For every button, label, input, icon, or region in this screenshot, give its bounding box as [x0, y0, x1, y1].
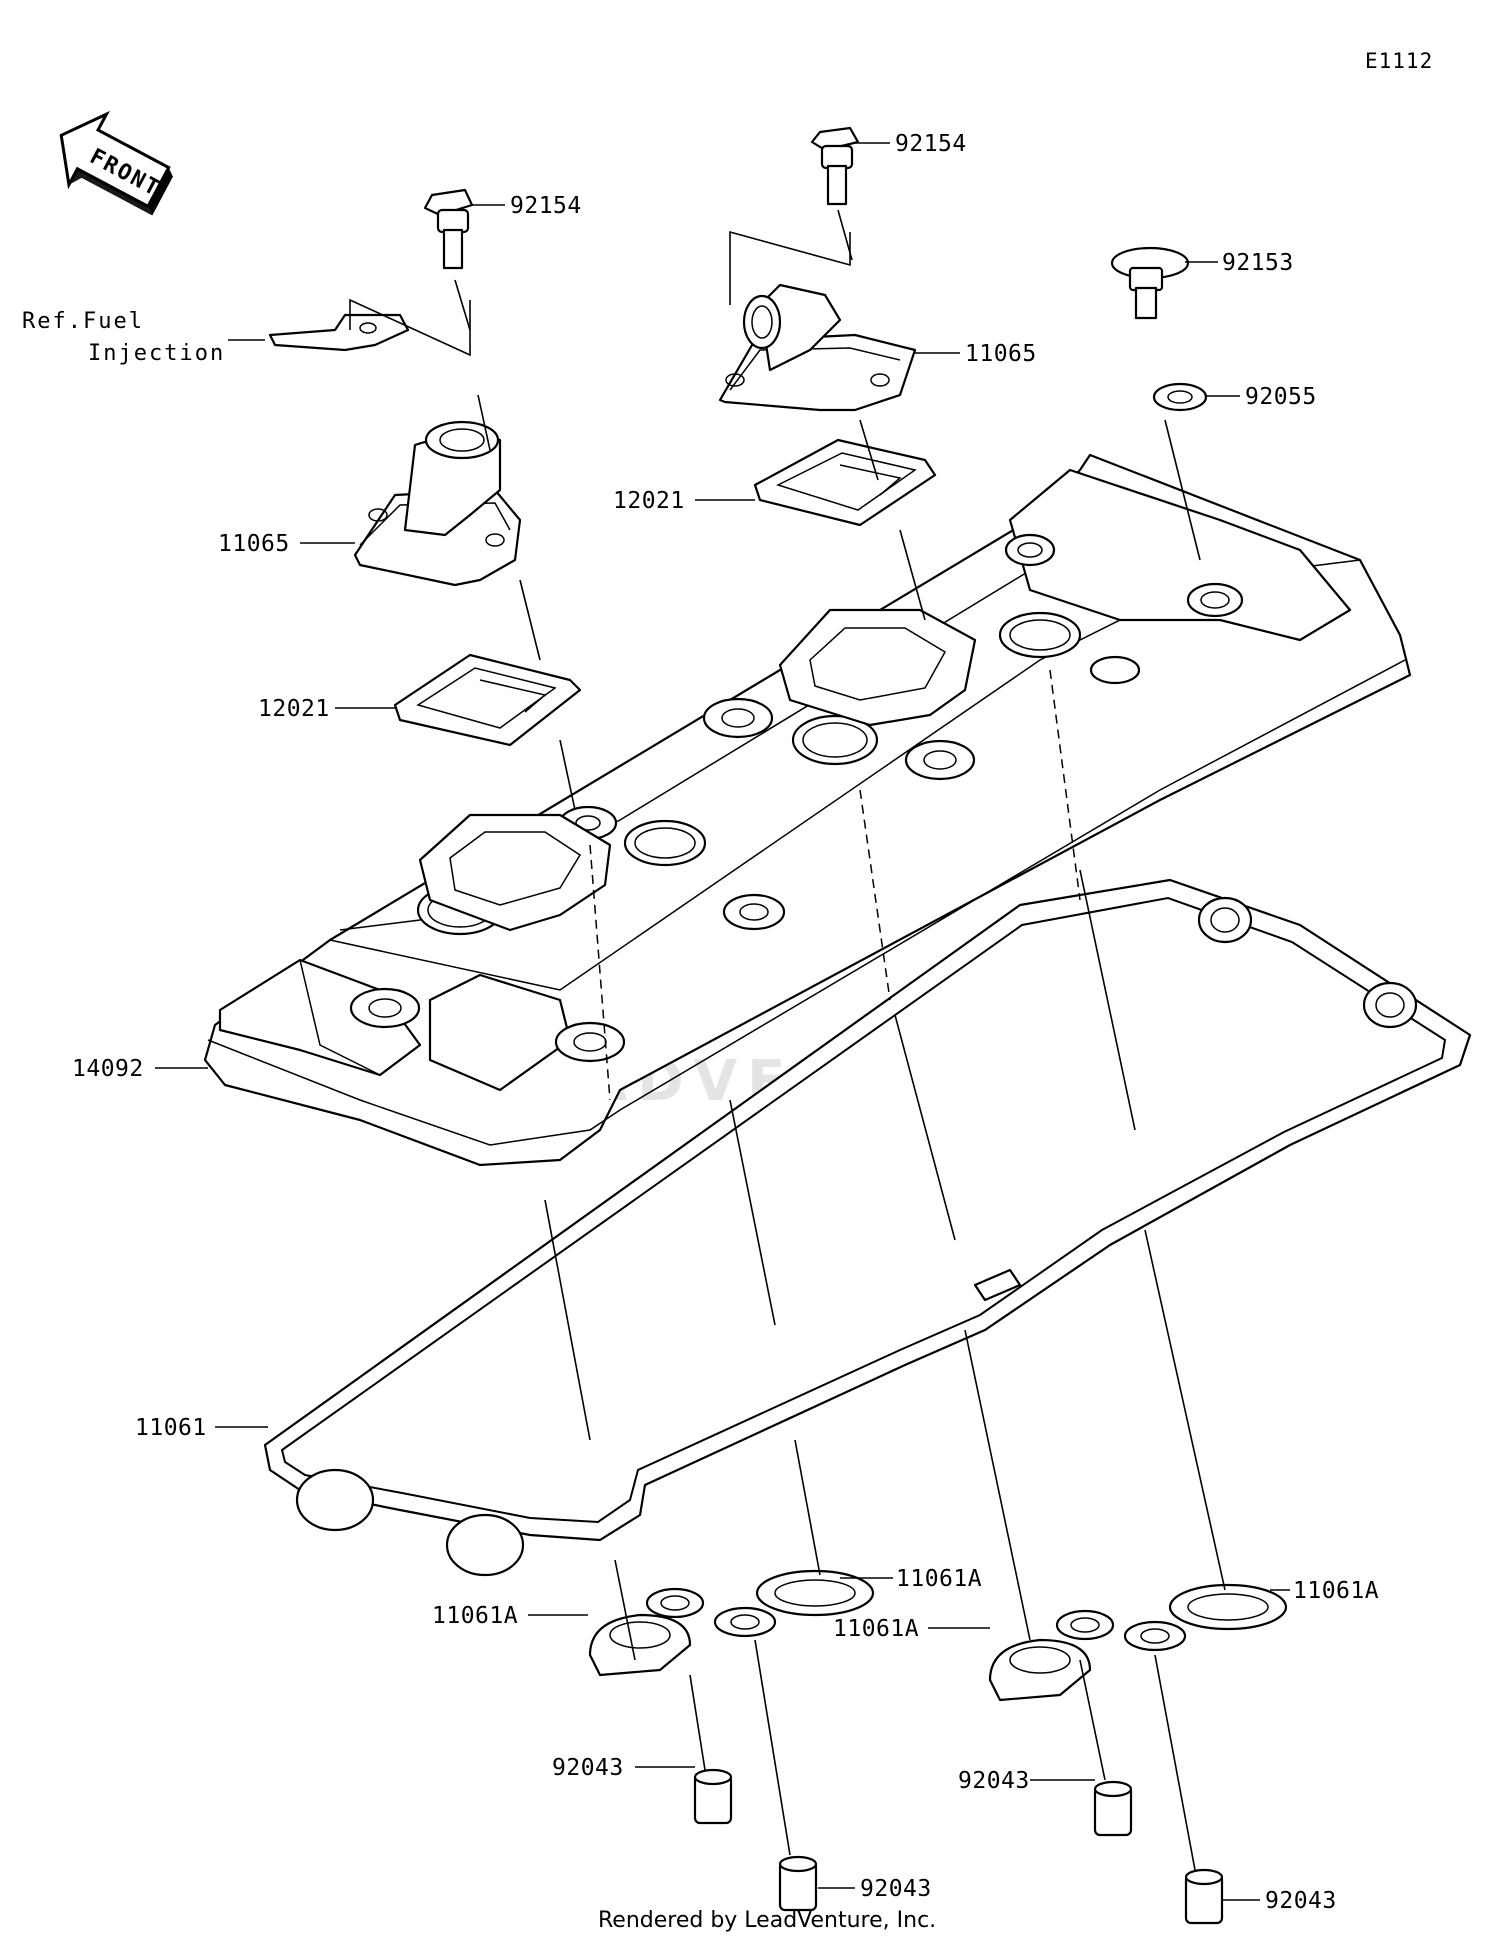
- part-label-11065-left[interactable]: 11065: [218, 531, 290, 557]
- dowel-4: [1184, 1868, 1224, 1925]
- dowel-3: [1093, 1780, 1133, 1837]
- washer: [1152, 382, 1208, 412]
- part-label-92154-left[interactable]: 92154: [510, 193, 582, 219]
- diagram-code: E1112: [1365, 49, 1433, 73]
- dowel-1: [693, 1768, 733, 1825]
- plug-gasket-4: [1123, 1583, 1288, 1652]
- part-label-92154-right[interactable]: 92154: [895, 131, 967, 157]
- part-label-92043-3[interactable]: 92043: [958, 1768, 1030, 1794]
- part-label-92055[interactable]: 92055: [1245, 384, 1317, 410]
- part-label-92153[interactable]: 92153: [1222, 250, 1294, 276]
- alignment-lines: [349, 209, 1226, 1871]
- fuel-injection-bracket: [268, 313, 410, 352]
- bolt-right: [810, 126, 860, 206]
- front-arrow-icon: FRONT: [59, 110, 173, 216]
- part-label-11061A-2[interactable]: 11061A: [896, 1566, 982, 1592]
- part-label-12021-right[interactable]: 12021: [613, 488, 685, 514]
- plug-gasket-2: [713, 1569, 875, 1638]
- part-label-11061A-4[interactable]: 11061A: [1293, 1578, 1379, 1604]
- reed-valve-left: [393, 653, 582, 747]
- breather-cover-left: [353, 420, 522, 587]
- footer-credit: Rendered by LeadVenture, Inc.: [598, 1908, 936, 1933]
- plug-gasket-3: [988, 1609, 1115, 1702]
- ref-note-line1[interactable]: Ref.Fuel: [22, 309, 144, 334]
- cylinder-head-cover: [203, 453, 1412, 1167]
- part-label-11061[interactable]: 11061: [135, 1415, 207, 1441]
- part-label-11065-right[interactable]: 11065: [965, 341, 1037, 367]
- reed-valve-right: [753, 438, 937, 527]
- bolt-cap: [1110, 246, 1190, 320]
- part-label-11061A-1[interactable]: 11061A: [432, 1603, 518, 1629]
- ref-note-line2[interactable]: Injection: [88, 341, 225, 366]
- part-label-11061A-3[interactable]: 11061A: [833, 1616, 919, 1642]
- part-label-92043-1[interactable]: 92043: [552, 1755, 624, 1781]
- leader-lines: [155, 142, 1290, 1901]
- plug-gasket-1: [588, 1587, 705, 1677]
- part-label-92043-2[interactable]: 92043: [860, 1876, 932, 1902]
- cover-gasket: [263, 878, 1472, 1577]
- part-label-92043-4[interactable]: 92043: [1265, 1888, 1337, 1914]
- dowel-2: [778, 1855, 818, 1912]
- bolt-left: [423, 188, 474, 270]
- part-label-12021-left[interactable]: 12021: [258, 696, 330, 722]
- part-label-14092[interactable]: 14092: [72, 1056, 144, 1082]
- breather-cover-right: [718, 283, 917, 412]
